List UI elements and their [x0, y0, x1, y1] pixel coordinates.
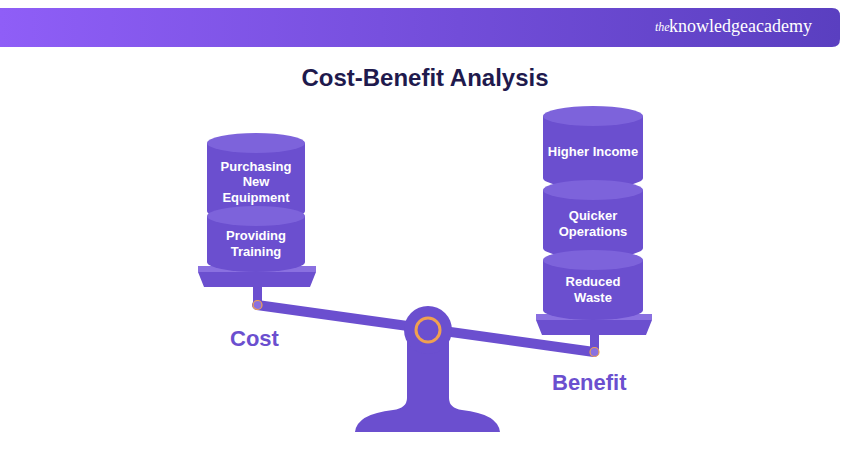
cylinder-top: [543, 180, 643, 200]
cylinder-body: [543, 190, 643, 258]
cylinder-text: Quicker Operations: [547, 200, 639, 248]
logo-text: knowledgeacademy: [669, 16, 812, 37]
diagram-title: Cost-Benefit Analysis: [0, 64, 850, 92]
cylinder-block: Reduced Waste: [543, 250, 643, 320]
cylinder-text: Providing Training: [211, 226, 301, 262]
fulcrum-ring: [416, 318, 440, 342]
side-label: Benefit: [552, 370, 627, 396]
cylinder-body: [543, 116, 643, 188]
cylinder-label: Quicker Operations: [547, 208, 639, 239]
cylinder-text: Reduced Waste: [547, 270, 639, 310]
cylinder-top: [543, 250, 643, 270]
cylinder-top: [207, 206, 305, 226]
cylinder-top: [543, 106, 643, 126]
header-bar: [0, 8, 840, 47]
cylinder-label: Providing Training: [211, 228, 301, 259]
cylinder-top: [207, 133, 305, 153]
cylinder-block: Providing Training: [207, 206, 305, 272]
cylinder-text: Purchasing New Equipment: [211, 153, 301, 211]
fulcrum-hub: [404, 306, 452, 354]
cylinder-block: Quicker Operations: [543, 180, 643, 258]
logo-prefix: the: [655, 20, 670, 35]
pivot-pin: [590, 348, 599, 357]
cylinder-text: Higher Income: [547, 126, 639, 178]
pivot-pin: [253, 301, 262, 310]
cylinder-label: Reduced Waste: [547, 274, 639, 305]
cylinder-label: Purchasing New Equipment: [211, 159, 301, 206]
cylinder-label: Higher Income: [548, 144, 638, 160]
side-label: Cost: [230, 326, 279, 352]
cylinder-block: Higher Income: [543, 106, 643, 188]
